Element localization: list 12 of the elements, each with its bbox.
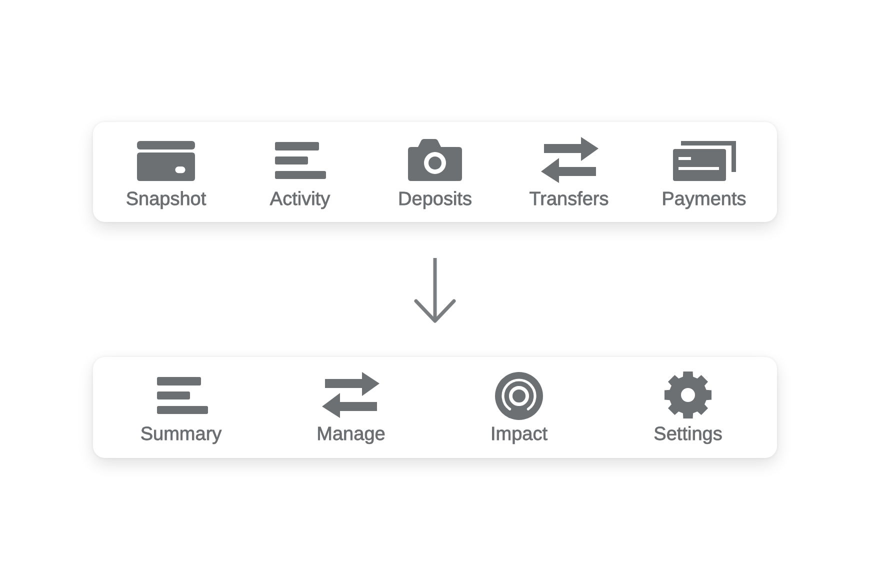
menu-panel [93,122,777,222]
menu-label: Manage [316,424,386,445]
arrow [414,258,456,323]
menu-label: Deposits [398,189,472,210]
menu-label: Summary [140,424,222,445]
menu-label: Transfers [529,189,609,210]
menu-label: Snapshot [126,189,206,210]
menu-label: Payments [662,189,746,210]
menu-label: Settings [654,424,722,445]
menu-label: Activity [270,189,330,210]
menu-panel [93,357,777,458]
menu-label: Impact [490,424,548,445]
